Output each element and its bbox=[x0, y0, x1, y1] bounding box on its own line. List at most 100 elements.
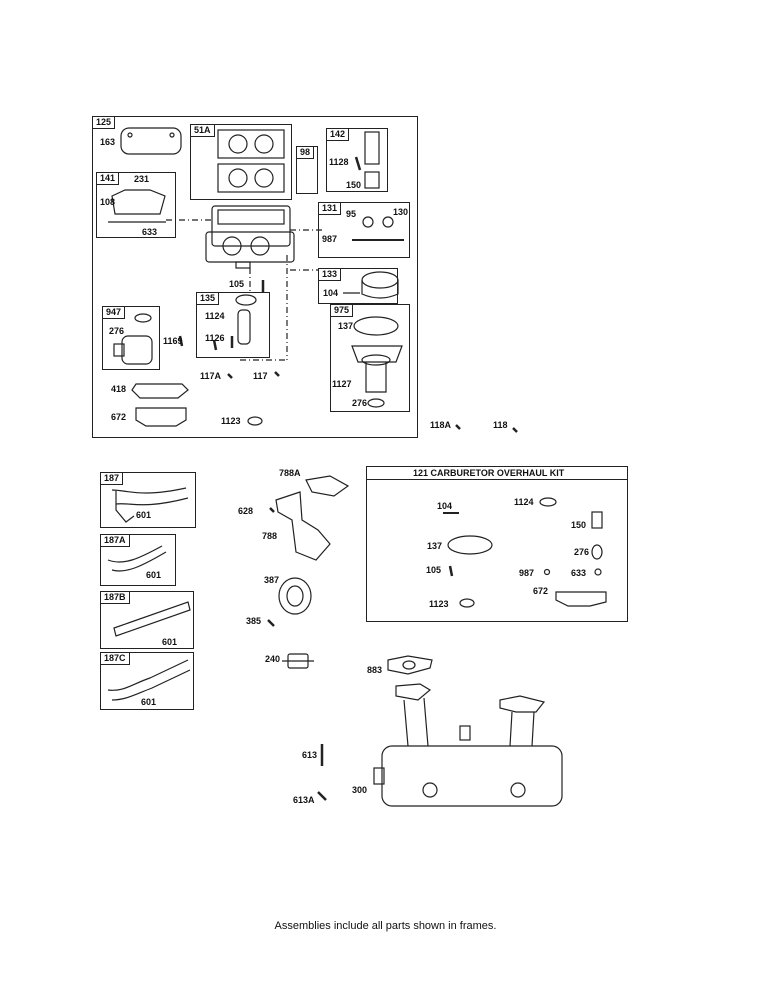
part-label: 104 bbox=[323, 288, 339, 298]
frame-tag-975: 975 bbox=[330, 304, 354, 317]
tube-187b-drawing bbox=[113, 601, 191, 637]
part-label: 105 bbox=[229, 279, 245, 289]
screw-628-drawing bbox=[269, 507, 275, 513]
plate-108-drawing bbox=[111, 189, 166, 215]
part-label: 1169 bbox=[163, 336, 183, 346]
tube-187-drawing bbox=[111, 487, 189, 523]
frame-tag-135: 135 bbox=[196, 292, 220, 305]
part-label: 117A bbox=[200, 371, 222, 381]
kit-part-label: 105 bbox=[426, 565, 442, 575]
frame-141: 141 bbox=[96, 172, 176, 238]
choke-plate-142-drawing bbox=[354, 131, 380, 189]
bracket-788a-drawing bbox=[305, 475, 350, 497]
part-label: 883 bbox=[367, 665, 383, 675]
frame-125: 125 bbox=[92, 116, 418, 438]
washer-1123-drawing bbox=[247, 416, 263, 426]
part-label: 601 bbox=[141, 697, 157, 707]
part-label: 95 bbox=[346, 209, 357, 219]
part-label: 231 bbox=[134, 174, 150, 184]
frame-tag-51a: 51A bbox=[190, 124, 215, 137]
frame-tag-187b: 187B bbox=[100, 591, 130, 604]
frame-187b: 187B bbox=[100, 591, 194, 649]
part-label: 601 bbox=[162, 637, 178, 647]
part-label: 118 bbox=[493, 420, 508, 430]
part-label: 628 bbox=[238, 506, 254, 516]
part-label: 163 bbox=[100, 137, 116, 147]
frame-98: 98 bbox=[296, 146, 318, 194]
bowl-975-drawing bbox=[351, 316, 403, 408]
part-label: 1128 bbox=[329, 157, 349, 167]
part-label: 613 bbox=[302, 750, 318, 760]
float-135-drawing bbox=[212, 280, 265, 351]
frame-tag-98: 98 bbox=[296, 146, 315, 159]
frame-131: 131 bbox=[318, 202, 410, 258]
part-label: 672 bbox=[111, 412, 127, 422]
frame-51a: 51A bbox=[190, 124, 292, 200]
frame-135: 135 bbox=[196, 292, 270, 358]
frame-tag-141: 141 bbox=[96, 172, 120, 185]
frame-tag-133: 133 bbox=[318, 268, 342, 281]
part-label: 418 bbox=[111, 384, 127, 394]
kit-part-label: 633 bbox=[571, 568, 587, 578]
kit-part-label: 987 bbox=[519, 568, 535, 578]
throttle-131-drawing bbox=[352, 216, 404, 241]
frame-tag-125: 125 bbox=[92, 116, 116, 129]
frame-tag-187: 187 bbox=[100, 472, 124, 485]
gasket-672-drawing bbox=[135, 407, 187, 427]
part-label: 276 bbox=[352, 398, 368, 408]
part-label: 613A bbox=[293, 795, 315, 805]
leader-lines bbox=[166, 219, 322, 361]
footer-note: Assemblies include all parts shown in fr… bbox=[274, 920, 497, 932]
frame-187c: 187C bbox=[100, 652, 194, 710]
part-label: 633 bbox=[142, 227, 158, 237]
frame-tag-947: 947 bbox=[102, 306, 126, 319]
part-label: 385 bbox=[246, 616, 262, 626]
part-label: 1126 bbox=[205, 333, 225, 343]
frame-tag-187c: 187C bbox=[100, 652, 130, 665]
part-label: 108 bbox=[100, 197, 116, 207]
gasket-51a-drawing bbox=[217, 129, 285, 193]
part-label: 150 bbox=[346, 180, 362, 190]
part-label: 387 bbox=[264, 575, 280, 585]
part-label: 1127 bbox=[332, 379, 352, 389]
carburetor-body-drawing bbox=[205, 205, 295, 269]
gasket-163-drawing bbox=[120, 127, 182, 155]
muffler-300-drawing bbox=[373, 655, 563, 807]
kit-part-label: 104 bbox=[437, 501, 453, 511]
part-label: 130 bbox=[393, 207, 409, 217]
mount-240-drawing bbox=[282, 653, 314, 669]
frame-133: 133 bbox=[318, 268, 398, 304]
part-label: 987 bbox=[322, 234, 338, 244]
frame-142: 142 bbox=[326, 128, 388, 192]
bolts-613-drawing bbox=[317, 744, 327, 801]
part-label: 788A bbox=[279, 468, 301, 478]
kit-part-label: 150 bbox=[571, 520, 587, 530]
kit-part-label: 137 bbox=[427, 541, 443, 551]
part-label: 788 bbox=[262, 531, 278, 541]
frame-tag-131: 131 bbox=[318, 202, 342, 215]
part-label: 117 bbox=[253, 371, 268, 381]
frame-tag-187a: 187A bbox=[100, 534, 130, 547]
part-label: 137 bbox=[338, 321, 354, 331]
carburetor-overhaul-kit-box: 121 CARBURETOR OVERHAUL KIT bbox=[366, 466, 628, 622]
kit-part-label: 276 bbox=[574, 547, 590, 557]
fuel-pump-387-drawing bbox=[267, 577, 312, 627]
kit-parts-drawing bbox=[443, 497, 607, 608]
frame-187a: 187A bbox=[100, 534, 176, 586]
part-label: 1123 bbox=[221, 416, 241, 426]
part-label: 601 bbox=[146, 570, 162, 580]
bracket-788-drawing bbox=[275, 491, 331, 561]
part-label: 1124 bbox=[205, 311, 225, 321]
kit-title: 121 CARBURETOR OVERHAUL KIT bbox=[367, 467, 627, 480]
part-label: 240 bbox=[265, 654, 281, 664]
kit-part-label: 672 bbox=[533, 586, 549, 596]
solenoid-947-drawing bbox=[113, 313, 153, 365]
frame-975: 975 bbox=[330, 304, 410, 412]
tube-187c-drawing bbox=[107, 659, 191, 701]
frame-947: 947 bbox=[102, 306, 160, 370]
small-screws-drawing bbox=[178, 335, 518, 433]
part-label: 276 bbox=[109, 326, 125, 336]
kit-part-label: 1123 bbox=[429, 599, 449, 609]
tube-187a-drawing bbox=[107, 545, 167, 572]
